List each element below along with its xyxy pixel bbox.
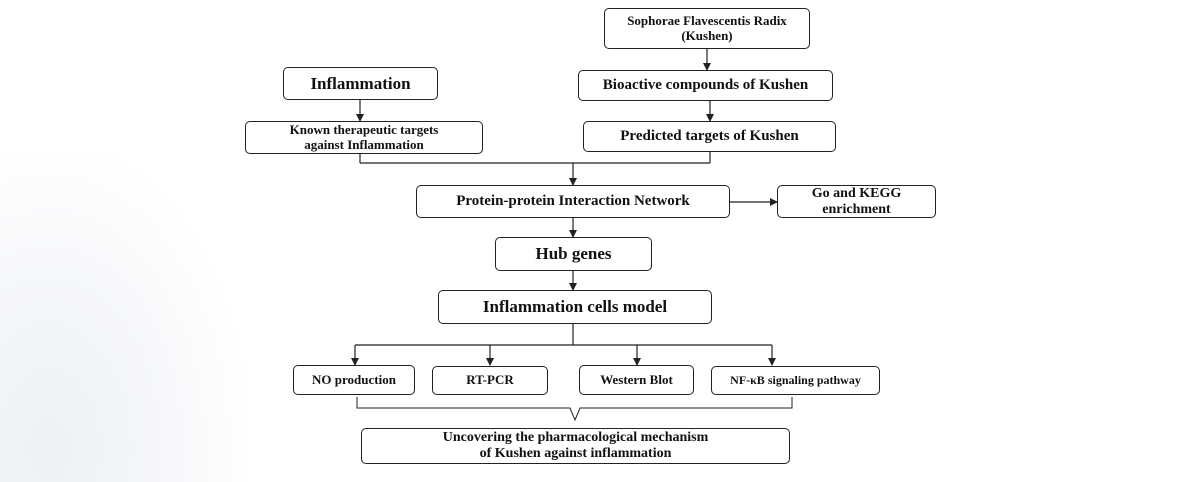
node-go-kegg-label: Go and KEGG enrichment (811, 185, 902, 217)
node-go-kegg: Go and KEGG enrichment (777, 185, 936, 218)
node-inflammation-label: Inflammation (310, 73, 411, 93)
node-inflammation: Inflammation (283, 67, 438, 100)
node-nfkb-pathway: NF-κB signaling pathway (711, 366, 880, 395)
node-hub-genes-label: Hub genes (535, 244, 612, 264)
brace-under-assays (356, 397, 793, 422)
node-rt-pcr: RT-PCR (432, 366, 548, 395)
node-no-production: NO production (293, 365, 415, 395)
node-rt-pcr-label: RT-PCR (466, 372, 514, 388)
node-conclusion-label: Uncovering the pharmacological mechanism… (442, 430, 709, 461)
node-cells-model-label: Inflammation cells model (482, 297, 668, 317)
node-no-production-label: NO production (312, 371, 396, 387)
node-nfkb-label: NF-κB signaling pathway (730, 372, 861, 387)
node-hub-genes: Hub genes (495, 237, 652, 271)
node-western-blot-label: Western Blot (600, 371, 673, 387)
node-known-targets: Known therapeutic targets against Inflam… (245, 121, 483, 154)
node-predicted-targets-label: Predicted targets of Kushen (620, 128, 799, 145)
node-kushen-label: Sophorae Flavescentis Radix (Kushen) (627, 12, 787, 43)
node-conclusion: Uncovering the pharmacological mechanism… (361, 428, 790, 464)
node-bioactive-compounds: Bioactive compounds of Kushen (578, 70, 833, 101)
node-known-targets-label: Known therapeutic targets against Inflam… (289, 121, 439, 152)
node-cells-model: Inflammation cells model (438, 290, 712, 324)
node-bioactive-label: Bioactive compounds of Kushen (602, 77, 809, 94)
node-ppi-label: Protein-protein Interaction Network (456, 193, 690, 210)
node-kushen: Sophorae Flavescentis Radix (Kushen) (604, 8, 810, 49)
node-ppi-network: Protein-protein Interaction Network (416, 185, 730, 218)
node-predicted-targets: Predicted targets of Kushen (583, 121, 836, 152)
background-shading (0, 150, 245, 482)
node-western-blot: Western Blot (579, 365, 694, 395)
